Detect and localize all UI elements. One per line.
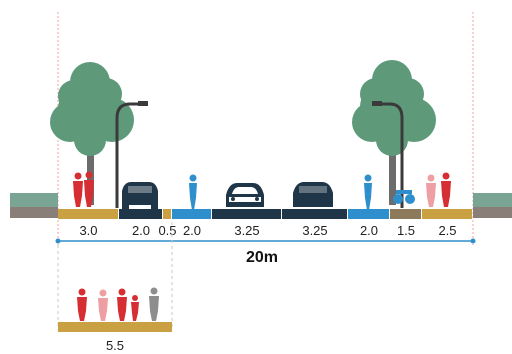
segment-width-label: 3.25 bbox=[234, 223, 259, 238]
left-green-ground bbox=[10, 193, 58, 207]
total-width-dimension bbox=[55, 238, 476, 244]
segment-width-label: 2.0 bbox=[360, 223, 378, 238]
total-width-label: 20m bbox=[246, 249, 278, 266]
segment-travel-lane-4 bbox=[212, 209, 281, 219]
right-green-ground bbox=[473, 193, 512, 207]
segment-bike-lane-6 bbox=[348, 209, 389, 219]
right-pedestrian-pair-icon bbox=[426, 172, 451, 207]
right-cyclist-icon bbox=[364, 174, 372, 210]
left-cyclist-icon bbox=[189, 174, 197, 210]
segment-width-label: 1.5 bbox=[397, 223, 415, 238]
segment-buffer-2 bbox=[163, 209, 171, 219]
street-segments bbox=[58, 209, 472, 219]
parked-car-icon bbox=[122, 182, 158, 209]
segment-sidewalk-0 bbox=[58, 209, 118, 219]
right-street-lamp bbox=[372, 101, 404, 208]
left-grey-ground bbox=[10, 207, 58, 218]
segment-width-label: 3.25 bbox=[302, 223, 327, 238]
segment-width-label: 3.0 bbox=[79, 223, 97, 238]
segment-labels: 3.0 2.0 0.5 2.0 3.25 3.25 2.0 1.5 2.5 bbox=[79, 223, 456, 238]
inset-pedestrian-group-icon bbox=[77, 287, 159, 321]
right-grey-ground bbox=[473, 207, 512, 218]
white-car-icon bbox=[226, 183, 264, 207]
segment-width-label: 0.5 bbox=[158, 223, 176, 238]
parked-bicycle-icon bbox=[393, 190, 415, 204]
inset-sidewalk-bar bbox=[58, 322, 172, 332]
segment-width-label: 2.0 bbox=[132, 223, 150, 238]
segment-parking-1 bbox=[119, 209, 162, 219]
segment-bike-lane-3 bbox=[172, 209, 211, 219]
segment-furnishing-7 bbox=[390, 209, 421, 219]
segment-travel-lane-5 bbox=[282, 209, 347, 219]
segment-sidewalk-8 bbox=[422, 209, 472, 219]
dark-car-icon bbox=[293, 182, 333, 207]
right-tree bbox=[352, 60, 436, 205]
inset-width-label: 5.5 bbox=[106, 338, 124, 353]
left-street-lamp bbox=[115, 101, 148, 208]
segment-width-label: 2.0 bbox=[183, 223, 201, 238]
segment-width-label: 2.5 bbox=[438, 223, 456, 238]
left-tree bbox=[50, 62, 134, 205]
left-pedestrian-pair-icon bbox=[73, 171, 94, 207]
